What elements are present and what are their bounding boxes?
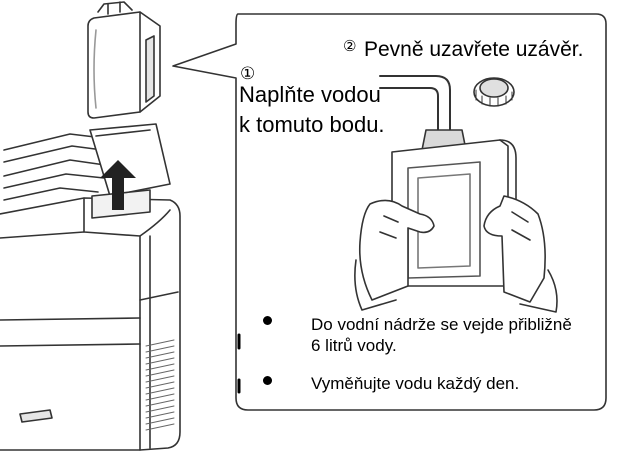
step-2-number: ②	[343, 38, 357, 55]
refill-illustration	[354, 75, 558, 313]
humidifier-unit-icon	[0, 123, 181, 451]
step-1-number: ①	[240, 64, 256, 83]
bullet-icon	[263, 316, 272, 325]
note-change-water: Vyměňujte vodu každý den.	[311, 374, 520, 393]
note-tank-capacity: Do vodní nádrže se vejde přibližně 6 lit…	[311, 315, 572, 355]
water-tank-icon	[87, 1, 161, 119]
step-2-instruction: Pevně uzavřete uzávěr.	[364, 38, 584, 61]
up-arrow-icon	[100, 160, 136, 210]
step-1-instruction: Naplňte vodou k tomuto bodu.	[239, 82, 385, 137]
bullet-icon	[263, 376, 272, 385]
